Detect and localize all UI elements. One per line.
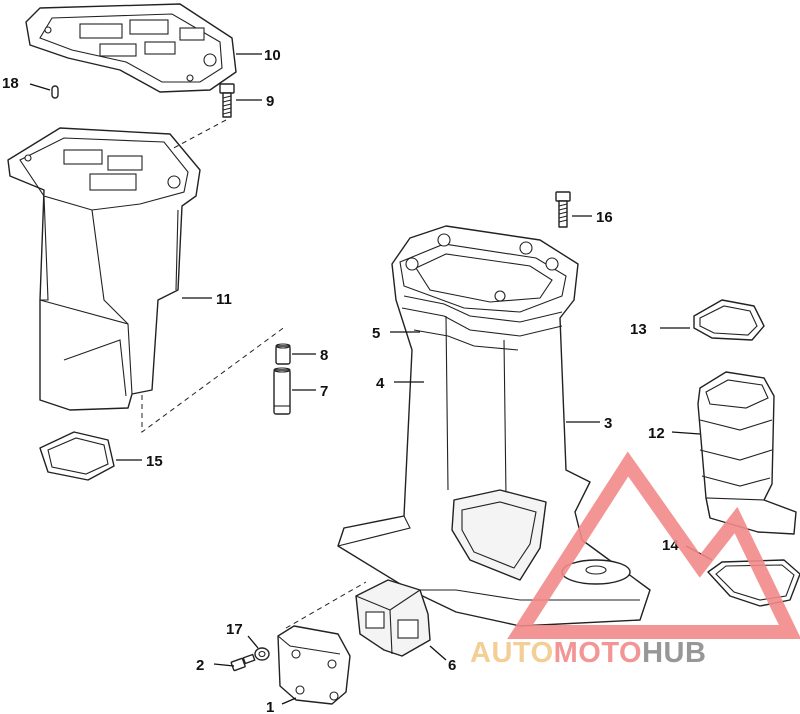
callout-6: 6 [448,657,456,674]
callout-13: 13 [630,321,647,338]
guide-line-11-3 [141,325,287,433]
guide-line-9-11 [169,119,227,151]
watermark: AUTOMOTOHUB [470,451,800,669]
part-1-cover [277,625,351,705]
part-3-driveshaft-housing [337,225,651,627]
part-9-screw [219,83,235,118]
callout-2: 2 [196,657,204,674]
part-11-exhaust-housing [7,127,201,411]
callout-5: 5 [372,325,380,342]
callout-17: 17 [226,621,243,638]
watermark-word-auto: AUTO [470,637,554,669]
callout-7: 7 [320,383,328,400]
callout-18: 18 [2,75,19,92]
part-8-sleeve [275,343,291,365]
callout-10: 10 [264,47,281,64]
callout-8: 8 [320,347,328,364]
watermark-word-moto: MOTO [554,637,642,669]
part-16-screw [555,191,571,228]
callout-1: 1 [266,699,274,714]
watermark-word-hub: HUB [642,637,706,669]
part-6-rubber-mount [355,579,431,657]
callout-15: 15 [146,453,163,470]
watermark-triangle-logo [507,451,800,639]
part-13-gasket [693,299,765,341]
part-15-gasket [39,431,115,481]
part-18-pin [51,85,59,99]
part-7-tube [273,367,291,415]
callout-16: 16 [596,209,613,226]
callout-11: 11 [216,291,232,308]
part-10-gasket [25,3,237,93]
callout-4: 4 [376,375,385,392]
svg-text:AUTOMOTOHUB: AUTOMOTOHUB [470,637,706,669]
callout-12: 12 [648,425,665,442]
callout-9: 9 [266,93,274,110]
part-2-bolt [230,653,256,672]
part-17-washer [254,647,270,661]
guide-line-1-3 [285,581,367,629]
part-12-exhaust-tube [697,371,797,535]
leader-lines [29,53,713,705]
callout-3: 3 [604,415,612,432]
